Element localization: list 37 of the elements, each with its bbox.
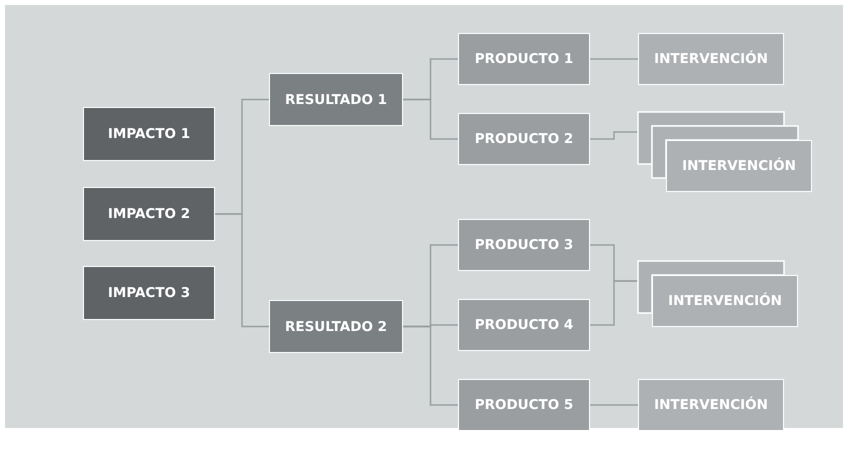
product-box bbox=[458, 379, 590, 431]
connector-line bbox=[590, 58, 638, 60]
connector-line bbox=[403, 326, 458, 406]
box-label: INTERVENCIÓN bbox=[682, 158, 796, 174]
box-label: INTERVENCIÓN bbox=[668, 293, 782, 309]
impact-box bbox=[83, 187, 215, 241]
result-box bbox=[269, 300, 403, 353]
connector-line bbox=[215, 213, 269, 328]
intervention-box bbox=[652, 275, 798, 327]
connector-line bbox=[590, 131, 638, 140]
box-label: PRODUCTO 1 bbox=[474, 51, 574, 67]
box-label: PRODUCTO 3 bbox=[474, 237, 574, 253]
impact-box bbox=[83, 266, 215, 320]
box-label: RESULTADO 1 bbox=[284, 92, 388, 108]
product-box bbox=[458, 219, 590, 271]
box-label: IMPACTO 1 bbox=[108, 126, 190, 142]
box-label: INTERVENCIÓN bbox=[654, 51, 768, 67]
product-box bbox=[458, 299, 590, 351]
impact-box bbox=[83, 107, 215, 161]
intervention-box bbox=[666, 140, 812, 192]
box-label: PRODUCTO 4 bbox=[474, 317, 574, 333]
connector-line bbox=[590, 280, 638, 326]
stacked-card bbox=[637, 260, 785, 314]
box-label: IMPACTO 3 bbox=[108, 285, 190, 301]
connector-line bbox=[403, 98, 458, 140]
box-label: IMPACTO 2 bbox=[108, 206, 190, 222]
intervention-box bbox=[638, 379, 784, 431]
product-box bbox=[458, 33, 590, 85]
box-label: PRODUCTO 2 bbox=[474, 131, 574, 147]
intervention-box bbox=[638, 33, 784, 85]
result-box bbox=[269, 73, 403, 126]
box-label: PRODUCTO 5 bbox=[474, 397, 574, 413]
box-label: INTERVENCIÓN bbox=[654, 397, 768, 413]
stacked-card bbox=[651, 125, 799, 179]
connector-line bbox=[590, 404, 638, 406]
product-box bbox=[458, 113, 590, 165]
box-label: RESULTADO 2 bbox=[284, 318, 388, 334]
